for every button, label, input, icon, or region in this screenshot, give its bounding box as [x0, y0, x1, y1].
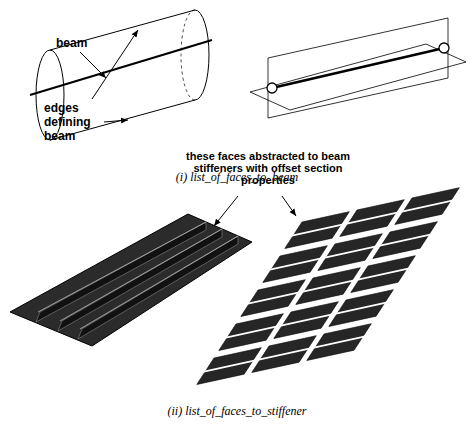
face-tile — [197, 348, 261, 385]
stiffener-line — [397, 200, 456, 213]
face-tile — [252, 336, 316, 373]
stiffener-line — [342, 212, 401, 225]
leader — [214, 196, 238, 226]
stiffener-line — [221, 326, 280, 339]
face-tile — [395, 188, 460, 225]
leader — [104, 120, 128, 122]
beam-line — [272, 48, 444, 88]
face-tile — [351, 256, 416, 293]
stiffener-line — [320, 246, 379, 259]
planes — [250, 18, 466, 118]
note: these faces abstracted to beam stiffener… — [168, 150, 368, 186]
face-tile — [329, 290, 394, 327]
beam-node — [267, 83, 277, 93]
stiffener-line — [298, 280, 357, 293]
leader — [80, 52, 106, 78]
face-grid — [197, 188, 460, 385]
face-tile — [307, 324, 372, 361]
stiffened-plate — [10, 214, 252, 346]
figure-caption: (ii) list_of_faces_to_stiffener — [80, 404, 394, 419]
leader — [282, 196, 296, 216]
stiffener-line — [353, 268, 412, 281]
stiffener-line — [276, 314, 335, 327]
stiffener-line — [243, 292, 302, 305]
beam-node — [439, 43, 449, 53]
stiffener-line — [199, 360, 258, 373]
face-tile — [373, 222, 438, 259]
stiffener-line — [287, 224, 346, 237]
part-label: edges defining beam — [44, 101, 106, 143]
stiffener-line — [254, 348, 313, 361]
part-label: beam — [56, 36, 106, 50]
stiffener-line — [331, 302, 390, 315]
stiffener-line — [309, 336, 368, 349]
stiffener-line — [265, 258, 324, 271]
stiffener-line — [375, 234, 434, 247]
leader — [92, 30, 138, 99]
